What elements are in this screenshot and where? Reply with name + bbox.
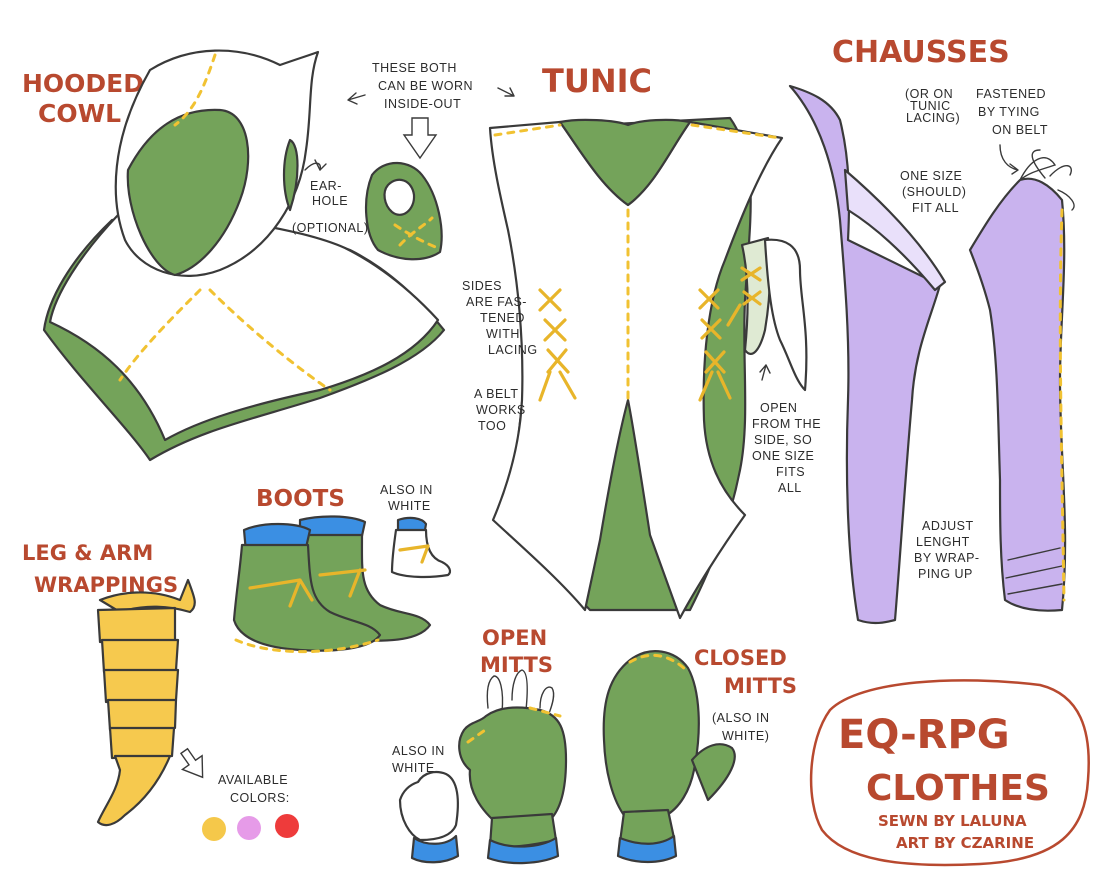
wrapping-drawing bbox=[96, 578, 196, 827]
one-size-note-2: (SHOULD) bbox=[902, 185, 966, 199]
open-side-note-2: FROM THE bbox=[752, 417, 821, 431]
adjust-note-3: BY WRAP- bbox=[914, 551, 980, 565]
white-open-mitt-drawing bbox=[398, 771, 460, 864]
sides-note-5: LACING bbox=[488, 343, 538, 357]
swatch-yellow bbox=[202, 817, 226, 841]
colors-note-2: COLORS: bbox=[230, 791, 290, 805]
ear-hole-note-3: (OPTIONAL) bbox=[292, 221, 369, 235]
open-side-note-4: ONE SIZE bbox=[752, 449, 814, 463]
arrow-down-icon bbox=[402, 117, 438, 160]
sides-note-3: TENED bbox=[480, 311, 525, 325]
one-size-note-1: ONE SIZE bbox=[900, 169, 962, 183]
hooded-cowl-drawing bbox=[42, 49, 446, 462]
badge-credit-line1: SEWN BY LALUNA bbox=[878, 812, 1027, 830]
open-side-note-5: FITS bbox=[776, 465, 805, 479]
tunic-drawing bbox=[488, 116, 784, 620]
mitts-white-note-1: ALSO IN bbox=[392, 744, 445, 758]
inside-out-note-1: THESE BOTH bbox=[372, 61, 457, 75]
or-tunic-note-1: (OR ON bbox=[905, 87, 953, 101]
white-boot-drawing bbox=[390, 516, 452, 579]
inside-out-note-3: INSIDE-OUT bbox=[384, 97, 461, 111]
adjust-note-4: PING UP bbox=[918, 567, 973, 581]
sides-note-2: ARE FAS- bbox=[466, 295, 527, 309]
open-side-note-6: ALL bbox=[778, 481, 802, 495]
mitts-white-note-2: WHITE bbox=[392, 761, 435, 775]
or-tunic-note-2: TUNIC bbox=[910, 99, 951, 113]
fastened-note-2: BY TYING bbox=[978, 105, 1040, 119]
swatch-red bbox=[275, 814, 299, 838]
sides-note-4: WITH bbox=[486, 327, 520, 341]
arrow-right-icon bbox=[497, 87, 515, 97]
boots-white-note-2: WHITE bbox=[388, 499, 431, 513]
or-tunic-note-3: LACING) bbox=[906, 111, 960, 125]
arrow-left-icon bbox=[347, 92, 366, 105]
inside-out-note-2: CAN BE WORN bbox=[378, 79, 473, 93]
open-side-note-3: SIDE, SO bbox=[754, 433, 812, 447]
hooded-cowl-title-line2: COWL bbox=[38, 99, 121, 128]
arrow-curve-icon bbox=[999, 144, 1019, 175]
belt-note-1: A BELT bbox=[474, 387, 518, 401]
tunic-title: TUNIC bbox=[542, 62, 652, 100]
badge-credit-line2: ART BY CZARINE bbox=[896, 834, 1034, 852]
ear-hole-note-2: HOLE bbox=[312, 194, 348, 208]
chausses-drawing bbox=[788, 84, 1075, 625]
wrappings-title-line1: LEG & ARM bbox=[22, 541, 153, 565]
boots-drawing bbox=[232, 515, 432, 654]
boots-white-note-1: ALSO IN bbox=[380, 483, 433, 497]
small-hood-drawing bbox=[364, 161, 443, 261]
sides-note-1: SIDES bbox=[462, 279, 502, 293]
swatch-pink bbox=[237, 816, 261, 840]
closed-white-note-2: WHITE) bbox=[722, 729, 769, 743]
adjust-note-2: LENGHT bbox=[916, 535, 970, 549]
closed-mitts-title-line2: MITTS bbox=[724, 674, 797, 698]
boots-title: BOOTS bbox=[256, 486, 345, 512]
arrow-up-icon bbox=[759, 364, 771, 381]
closed-mitts-title-line1: CLOSED bbox=[694, 646, 787, 670]
open-side-note-1: OPEN bbox=[760, 401, 797, 415]
hooded-cowl-title-line1: HOODED bbox=[22, 69, 144, 98]
adjust-note-1: ADJUST bbox=[922, 519, 974, 533]
fastened-note-1: FASTENED bbox=[976, 87, 1046, 101]
chausses-title: CHAUSSES bbox=[832, 35, 1010, 70]
closed-white-note-1: (ALSO IN bbox=[712, 711, 770, 725]
ear-hole-note-1: EAR- bbox=[310, 179, 342, 193]
open-mitts-title-line2: MITTS bbox=[480, 653, 553, 677]
open-mitt-drawing bbox=[458, 669, 568, 865]
title-badge: EQ-RPG CLOTHES SEWN BY LALUNA ART BY CZA… bbox=[809, 679, 1090, 867]
closed-mitt-drawing bbox=[602, 650, 736, 864]
one-size-note-3: FIT ALL bbox=[912, 201, 959, 215]
badge-title-line2: CLOTHES bbox=[866, 768, 1050, 809]
arrow-down-icon-colors bbox=[179, 747, 204, 779]
badge-title-line1: EQ-RPG bbox=[838, 712, 1010, 758]
colors-note-1: AVAILABLE bbox=[218, 773, 288, 787]
belt-note-3: TOO bbox=[478, 419, 506, 433]
open-mitts-title-line1: OPEN bbox=[482, 626, 547, 650]
fastened-note-3: ON BELT bbox=[992, 123, 1048, 137]
tunic-side-view-drawing bbox=[726, 236, 808, 392]
belt-note-2: WORKS bbox=[476, 403, 526, 417]
